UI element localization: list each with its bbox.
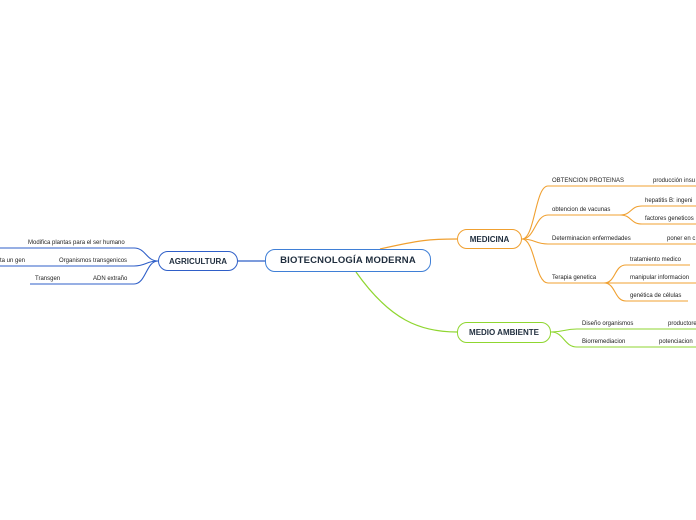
subtopic-productore[interactable]: productore [668,321,696,327]
subtopic-terapia-genetica[interactable]: Terapia genetica [552,275,597,281]
connector-medicina-proteinas [521,185,624,240]
connector-medicina-determinacion [521,238,638,245]
subtopic-genetica-celulas[interactable]: genética de células [630,293,682,299]
subtopic-ta-un-gen[interactable]: ta un gen [0,258,26,264]
subtopic-obtencion-vacunas[interactable]: obtencion de vacunas [552,207,611,213]
subtopic-tratamiento-medico[interactable]: tratamiento medico [630,257,682,263]
connector-root-medicina [379,238,458,250]
topic-agricultura[interactable]: AGRICULTURA [158,251,238,271]
connector-ambiente-diseno [550,328,642,333]
subtopic-potenciacion[interactable]: potenciacion [659,339,693,345]
subtopic-determinacion-enfermedades[interactable]: Determinacion enfermedades [552,236,631,242]
root-topic[interactable]: BIOTECNOLOGÍA MODERNA [265,249,431,272]
subtopic-produccion-insu[interactable]: producción insu [653,178,696,184]
connector-agricultura-modifica [24,247,159,262]
subtopic-diseno-organismos[interactable]: Diseño organismos [582,321,634,327]
connector-medicina-vacunas [521,214,620,240]
subtopic-factores-geneticos[interactable]: factores geneticos [645,216,694,222]
connector-vacunas-hepatitis [619,205,696,216]
connector-medicina-terapia [521,238,604,284]
subtopic-hepatitis-b[interactable]: hepatitis B: ingeni [645,198,693,204]
subtopic-modifica-plantas[interactable]: Modifica plantas para el ser humano [28,240,125,246]
connector-terapia-tratamiento [603,264,690,284]
topic-medio-ambiente[interactable]: MEDIO AMBIENTE [457,322,551,343]
topic-medicina[interactable]: MEDICINA [457,229,522,249]
subtopic-obtencion-proteinas[interactable]: OBTENCION PROTEINAS [552,178,625,184]
subtopic-adn-extrano[interactable]: ADN extraño [93,276,128,282]
connector-vacunas-factores [619,214,696,225]
subtopic-biorremediacion[interactable]: Biorremediacion [582,339,626,345]
subtopic-poner-en[interactable]: poner en c [667,236,696,242]
connector-root-medio-ambiente [355,271,458,333]
subtopic-transgen[interactable]: Transgen [35,276,61,282]
subtopic-manipular-informacion[interactable]: manipular informacion [630,275,690,281]
connector-terapia-genetica [603,282,688,302]
connector-agricultura-adn [88,260,159,285]
connector-ambiente-biorremediacion [550,331,632,348]
subtopic-organismos-transgenicos[interactable]: Organismos transgenicos [59,258,128,264]
